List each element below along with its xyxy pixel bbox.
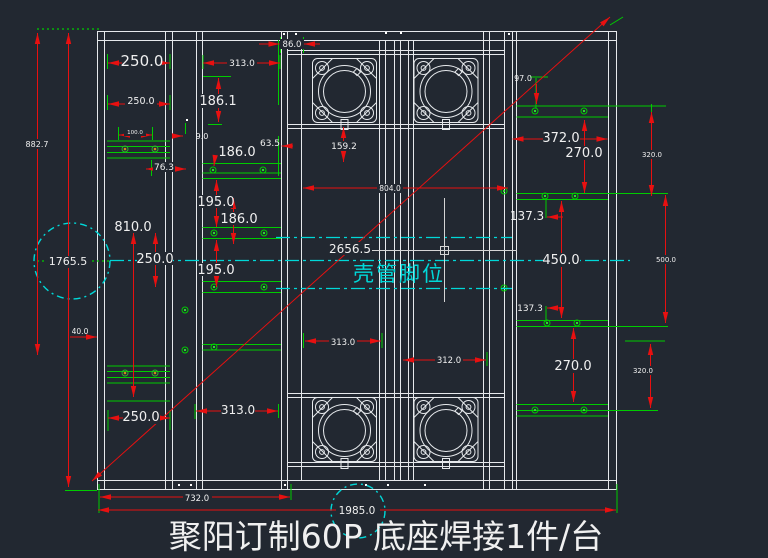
dim-label[interactable]: 137.3	[517, 304, 543, 314]
dim-label[interactable]: 159.2	[331, 142, 357, 152]
dim-label[interactable]: 270.0	[554, 359, 591, 374]
center-annotation-text[interactable]: 壳管脚位	[353, 262, 445, 286]
dim-label[interactable]: 882.7	[26, 140, 49, 149]
dim-label[interactable]: 250.0	[121, 52, 164, 70]
dim-label[interactable]: 804.0	[379, 184, 401, 193]
dim-label[interactable]: 186.0	[218, 145, 255, 160]
dim-label[interactable]: 40.0	[72, 327, 89, 336]
dim-label[interactable]: 2656.5	[329, 242, 371, 256]
dim-label[interactable]: 372.0	[542, 131, 579, 146]
dim-label[interactable]: 450.0	[542, 253, 579, 268]
dim-label[interactable]: 270.0	[565, 146, 602, 161]
dim-label[interactable]: 320.0	[642, 151, 662, 159]
dim-label[interactable]: 810.0	[114, 220, 151, 235]
dim-label[interactable]: 100.0	[127, 130, 143, 136]
dim-label[interactable]: 313.0	[331, 338, 355, 348]
dim-label[interactable]: 195.0	[197, 263, 234, 278]
dim-label[interactable]: 313.0	[229, 59, 255, 69]
dim-label[interactable]: 250.0	[122, 410, 159, 425]
dim-label[interactable]: 9.0	[196, 132, 209, 141]
dim-label[interactable]: 1765.5	[49, 255, 88, 268]
dim-label[interactable]: 500.0	[656, 256, 676, 264]
dim-label[interactable]: 63.5	[260, 139, 280, 149]
dim-label[interactable]: 313.0	[221, 403, 255, 417]
dimension-labels: 882.7 1765.5 250.0 313.0 86.0 250.0 186.…	[26, 40, 676, 517]
dim-label[interactable]: 97.0	[514, 74, 532, 83]
dim-label[interactable]: 137.3	[510, 209, 544, 223]
dim-label[interactable]: 312.0	[437, 356, 461, 366]
dim-label[interactable]: 1985.0	[339, 505, 376, 517]
dim-label[interactable]: 186.1	[199, 94, 236, 109]
drawing-title[interactable]: 聚阳订制60P 底座焊接1件/台	[169, 517, 604, 556]
dim-label[interactable]: 86.0	[283, 40, 302, 50]
dim-label[interactable]: 186.0	[220, 212, 257, 227]
dim-label[interactable]: 250.0	[136, 252, 173, 267]
dim-label[interactable]: 250.0	[127, 96, 154, 107]
dim-label[interactable]: 76.3	[154, 163, 174, 173]
dim-label[interactable]: 195.0	[197, 195, 234, 210]
dim-label[interactable]: 732.0	[185, 494, 209, 504]
dim-label[interactable]: 320.0	[633, 367, 653, 375]
dim-text-masks	[25, 39, 678, 517]
crosshair-cursor	[372, 198, 517, 302]
